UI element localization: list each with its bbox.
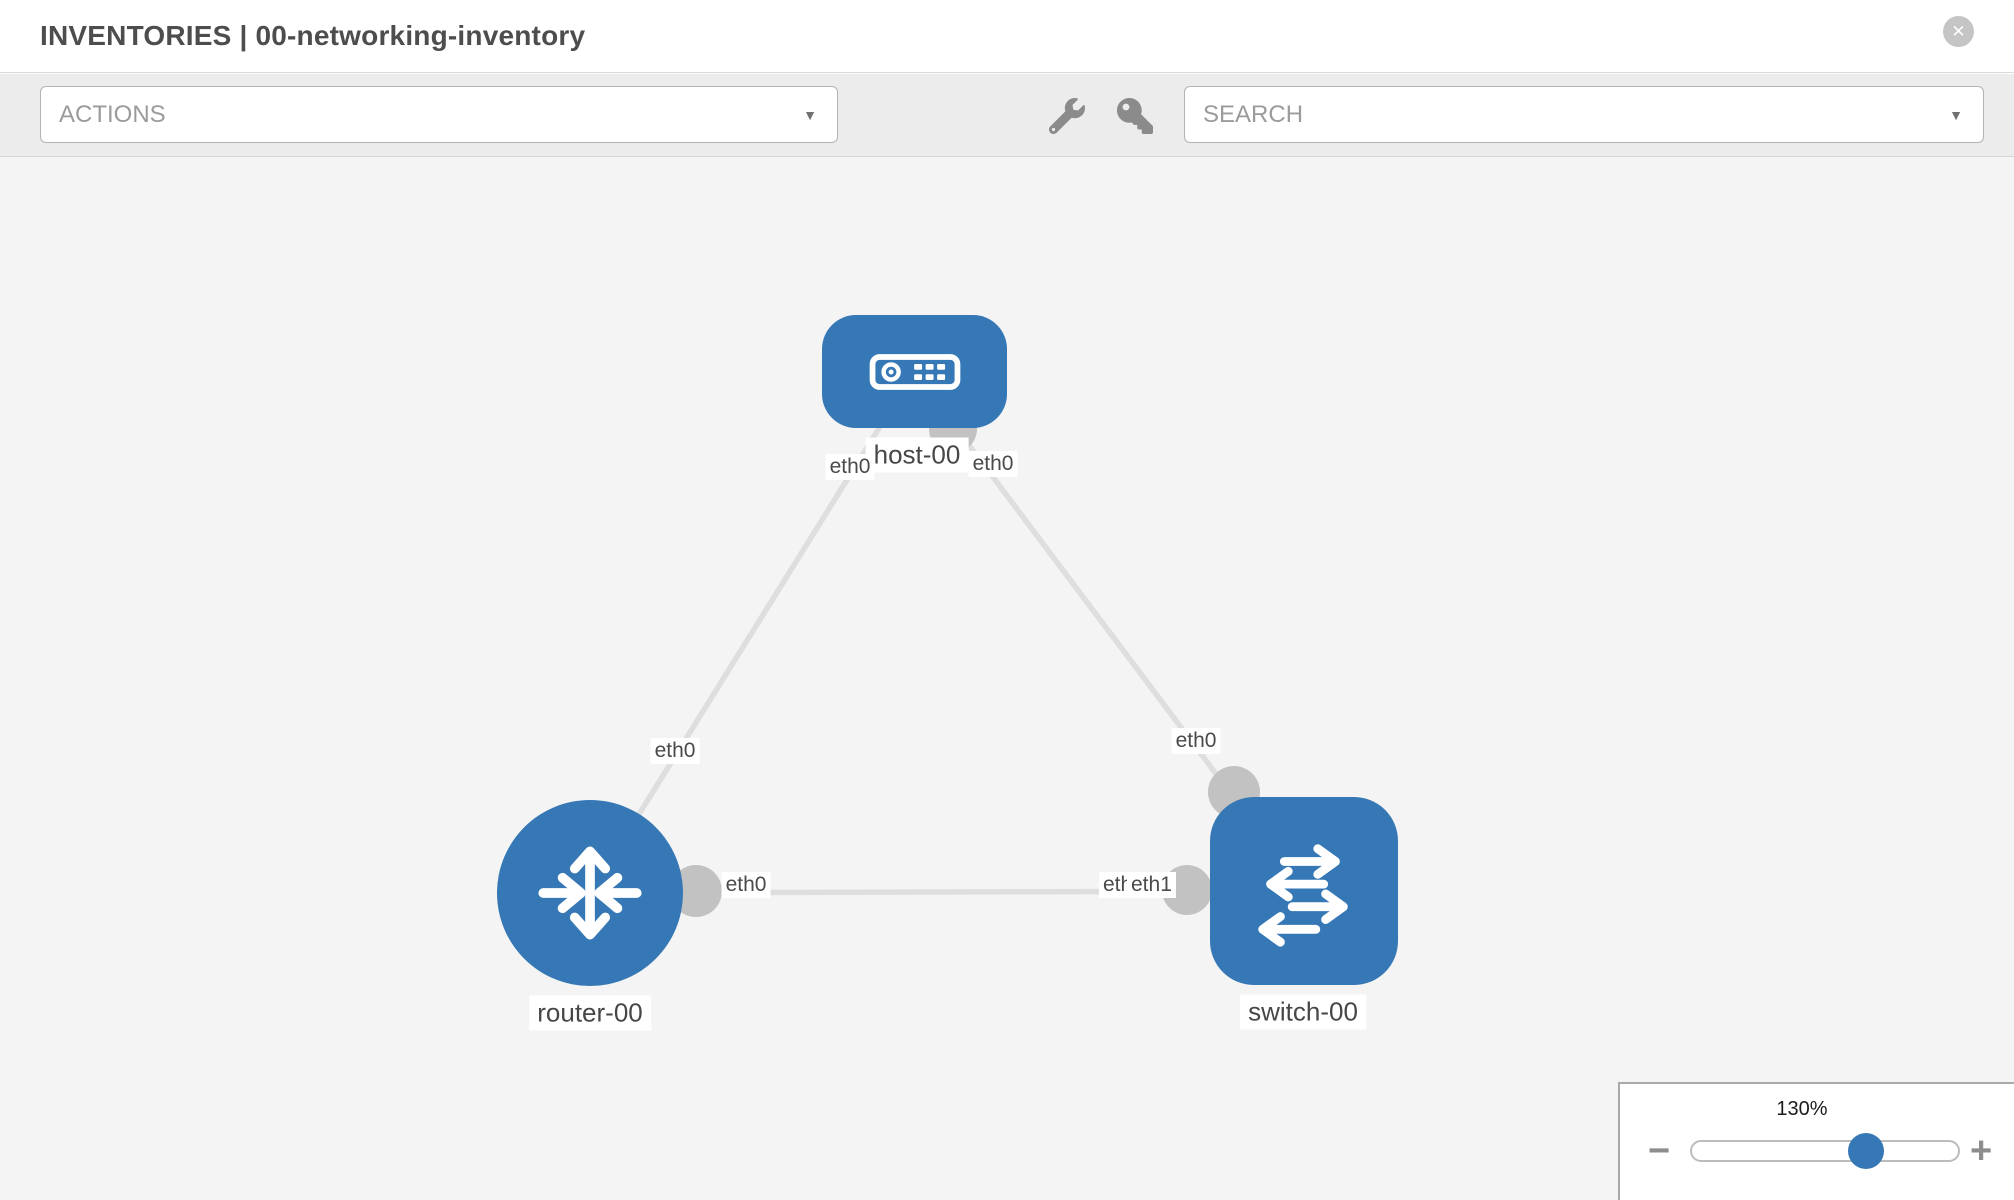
interface-label-host-right: eth0 xyxy=(968,451,1018,477)
topology-canvas[interactable]: host-00 router-00 switch-00 eth0 eth0 et… xyxy=(0,157,2014,1200)
page-title: INVENTORIES | 00-networking-inventory xyxy=(40,20,586,51)
interface-label-switch-left-front: eth1 xyxy=(1127,872,1176,898)
topology-links-layer xyxy=(587,370,1307,917)
close-icon: ✕ xyxy=(1951,22,1966,41)
node-label-switch: switch-00 xyxy=(1240,994,1366,1030)
zoom-slider-track[interactable] xyxy=(1690,1133,1960,1169)
node-switch-00[interactable] xyxy=(1210,797,1398,985)
zoom-in-button[interactable]: + xyxy=(1970,1130,1993,1172)
switch-icon xyxy=(1258,844,1348,947)
actions-dropdown-label: ACTIONS xyxy=(59,100,166,128)
chevron-down-icon: ▼ xyxy=(1949,106,1963,123)
node-host-00[interactable] xyxy=(822,315,1007,428)
zoom-panel: 130% − + xyxy=(1618,1082,2014,1200)
search-dropdown-label: SEARCH xyxy=(1203,100,1304,128)
zoom-level-value: 130% xyxy=(1776,1098,1828,1120)
key-icon[interactable] xyxy=(1117,98,1153,134)
zoom-slider-handle[interactable] xyxy=(1848,1133,1884,1169)
interface-label-router-host: eth0 xyxy=(650,738,700,764)
interface-label-router-right: eth0 xyxy=(721,872,771,898)
interface-label-host-left: eth0 xyxy=(825,454,875,480)
toolbar: ACTIONS ▼ SEARCH ▼ xyxy=(0,74,2014,157)
host-icon xyxy=(869,353,960,390)
close-button[interactable]: ✕ xyxy=(1943,16,1974,47)
chevron-down-icon: ▼ xyxy=(803,106,817,123)
node-label-host: host-00 xyxy=(865,437,969,473)
node-label-router: router-00 xyxy=(529,995,651,1031)
zoom-out-button[interactable]: − xyxy=(1648,1130,1671,1172)
node-router-00[interactable] xyxy=(497,800,683,986)
wrench-icon[interactable] xyxy=(1049,98,1085,134)
interface-dot-router xyxy=(670,865,722,917)
header-bar: INVENTORIES | 00-networking-inventory ✕ xyxy=(0,0,2014,73)
interface-label-switch-top: eth0 xyxy=(1171,728,1221,754)
search-dropdown[interactable]: SEARCH ▼ xyxy=(1184,86,1984,143)
router-icon xyxy=(538,846,642,940)
actions-dropdown[interactable]: ACTIONS ▼ xyxy=(40,86,838,143)
